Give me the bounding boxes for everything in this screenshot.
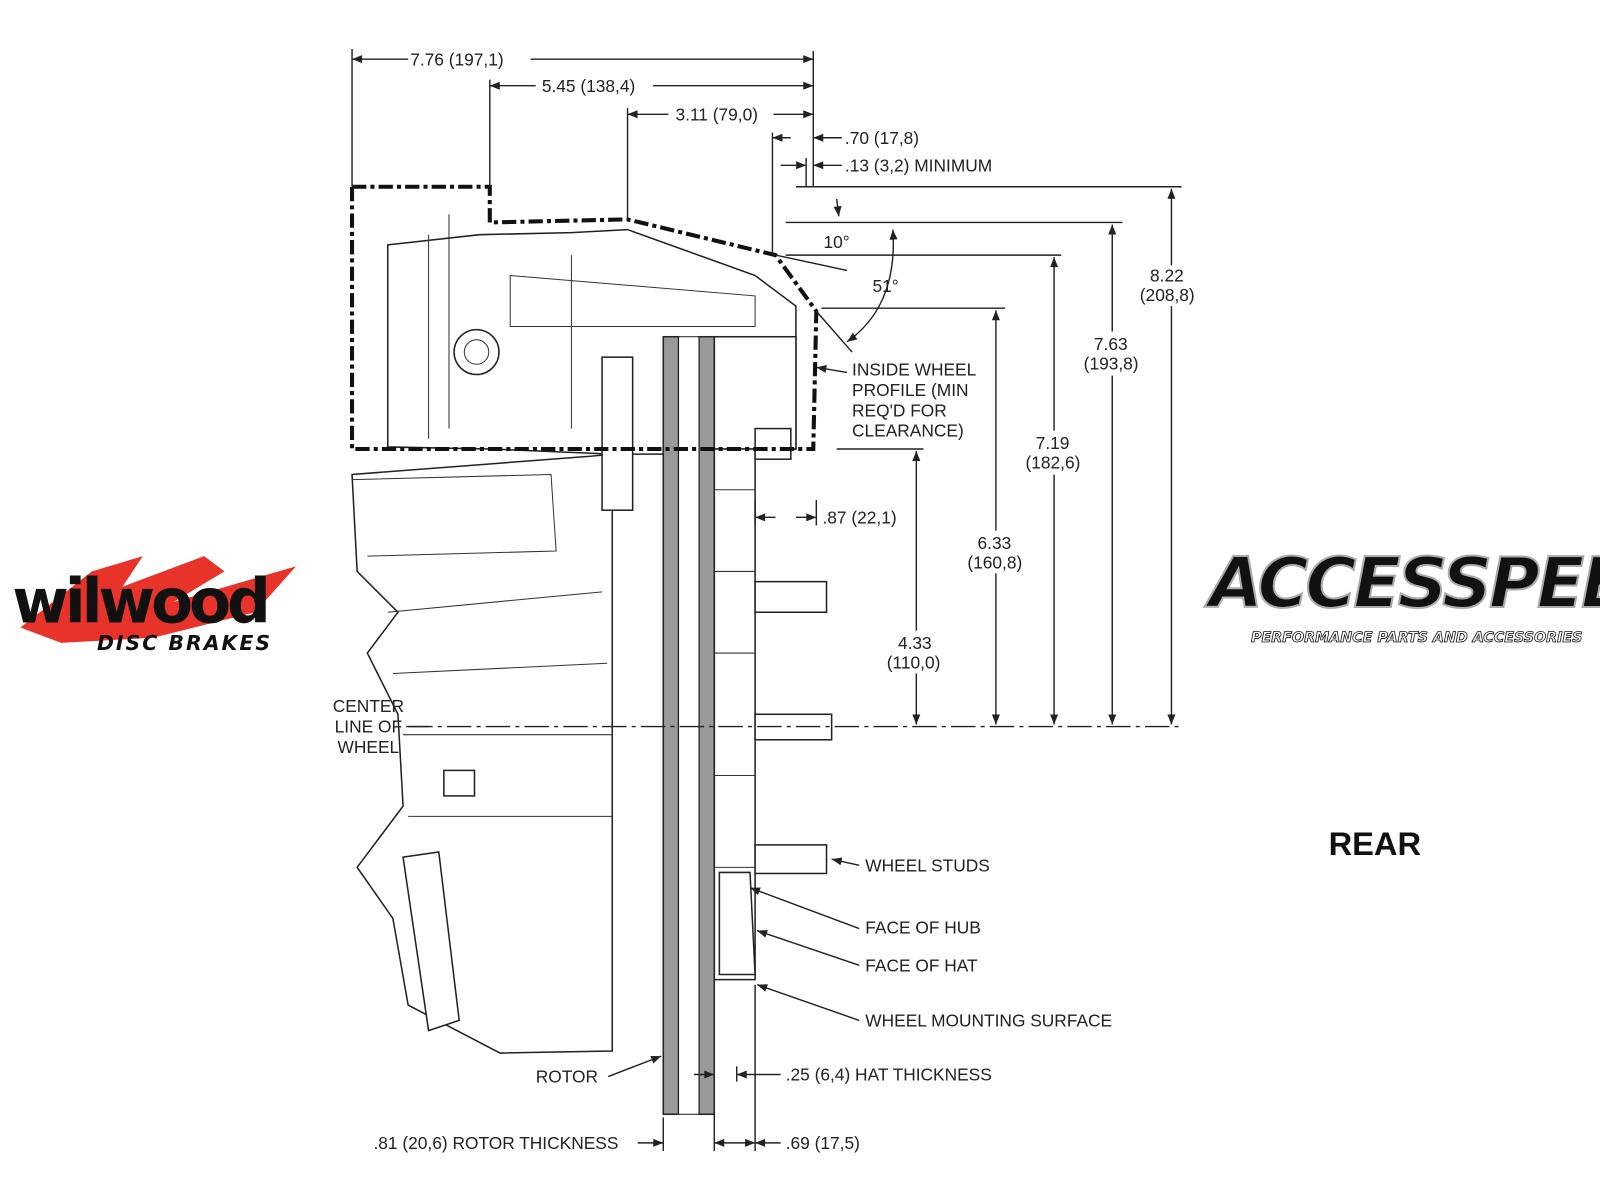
dim-6-33-mm: (160,8): [967, 552, 1022, 572]
dim-4-33: 4.33: [898, 633, 932, 653]
face-of-hub-label: FACE OF HUB: [865, 918, 981, 938]
center-line-label-2: LINE OF: [335, 717, 402, 737]
wheel-studs-label: WHEEL STUDS: [865, 855, 990, 875]
inside-wheel-profile-line-2: PROFILE (MIN: [852, 380, 968, 400]
center-line-label-1: CENTER: [333, 696, 404, 716]
dim-8-22-mm: (208,8): [1140, 285, 1195, 305]
inside-wheel-profile-line-3: REQ'D FOR: [852, 400, 947, 420]
svg-text:wilwood: wilwood: [12, 566, 266, 637]
angle-10: 10°: [823, 232, 849, 252]
wilwood-logo: wilwood DISC BRAKES: [12, 556, 296, 655]
rotor-label: ROTOR: [536, 1067, 598, 1087]
dim-5-45: 5.45 (138,4): [542, 76, 635, 96]
inside-wheel-profile-line-1: INSIDE WHEEL: [852, 360, 977, 380]
center-line-label-3: WHEEL: [338, 737, 400, 757]
svg-text:PERFORMANCE PARTS AND ACCESSOR: PERFORMANCE PARTS AND ACCESSORIES: [1251, 630, 1582, 646]
face-of-hat-label: FACE OF HAT: [865, 955, 978, 975]
dim-3-11: 3.11 (79,0): [676, 104, 759, 124]
dim-0-13-minimum: .13 (3,2) MINIMUM: [845, 155, 992, 175]
leader-lines: [406, 365, 860, 1152]
dimension-labels: 7.76 (197,1) 5.45 (138,4) 3.11 (79,0) .7…: [373, 49, 1194, 1153]
svg-text:ACCESSPEED: ACCESSPEED: [1204, 544, 1600, 624]
dim-0-70: .70 (17,8): [845, 128, 919, 148]
dim-8-22: 8.22: [1150, 266, 1184, 286]
vertical-dimension-lines: [912, 188, 1176, 725]
angle-51: 51°: [872, 276, 898, 296]
rotor-thickness-label: .81 (20,6) ROTOR THICKNESS: [373, 1133, 618, 1153]
inside-wheel-profile-line-4: CLEARANCE): [852, 421, 964, 441]
svg-text:DISC BRAKES: DISC BRAKES: [97, 631, 272, 655]
dim-7-76: 7.76 (197,1): [410, 49, 503, 69]
dim-6-33: 6.33: [978, 533, 1012, 553]
dim-7-63: 7.63: [1094, 334, 1128, 354]
knuckle-drawing: [351, 453, 614, 1054]
rear-title: REAR: [1329, 825, 1422, 862]
accesspeed-logo: ACCESSPEED PERFORMANCE PARTS AND ACCESSO…: [1203, 543, 1600, 646]
top-dimension-lines: [351, 48, 1182, 450]
dim-7-19-mm: (182,6): [1026, 452, 1081, 472]
dim-7-63-mm: (193,8): [1084, 353, 1139, 373]
dim-0-87: .87 (22,1): [822, 507, 896, 527]
hat-thickness-label: .25 (6,4) HAT THICKNESS: [786, 1065, 992, 1085]
dim-0-69: .69 (17,5): [786, 1133, 860, 1153]
wheel-mounting-surface-label: WHEEL MOUNTING SURFACE: [865, 1011, 1112, 1031]
rotor-drawing: [662, 335, 716, 1116]
dim-7-19: 7.19: [1036, 433, 1070, 453]
callout-labels: INSIDE WHEEL PROFILE (MIN REQ'D FOR CLEA…: [333, 360, 1112, 1087]
dim-4-33-mm: (110,0): [887, 652, 941, 672]
